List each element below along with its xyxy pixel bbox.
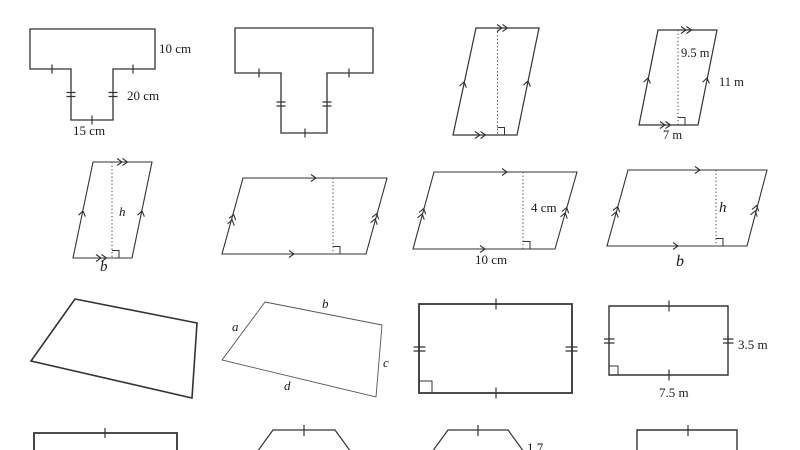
figure-t-shape-labeled: 10 cm 20 cm 15 cm: [29, 28, 191, 138]
t-shape-outline: [234, 27, 374, 134]
figure-partial-trapezoid-1: [257, 425, 351, 450]
figure-quadrilateral-abcd: a b c d: [221, 296, 389, 398]
base-label: 7.5 m: [659, 385, 689, 400]
figure-partial-rectangle-2: [636, 425, 738, 450]
top-parallel-arrow-icon: [694, 166, 701, 174]
rectangle-outline: [636, 429, 738, 450]
bottom-parallel-arrow-icon: [479, 245, 486, 253]
right-angle-mark: [523, 241, 531, 249]
left-side-arrow-icon: [643, 77, 651, 84]
right-side-arrow-icon: [750, 204, 760, 217]
parallelogram-outline: [72, 161, 153, 259]
parallelogram-outline: [606, 169, 768, 247]
tick-marks: [51, 64, 134, 125]
rectangle-outline: [608, 305, 729, 376]
stem-length-label: 20 cm: [127, 88, 159, 103]
right-side-arrow-icon: [370, 212, 380, 225]
base-label: b: [100, 259, 108, 275]
bottom-parallel-arrow-icon: [672, 242, 679, 250]
right-side-arrow-icon: [137, 210, 145, 217]
left-side-arrow-icon: [227, 213, 237, 226]
right-side-arrow-icon: [560, 206, 570, 219]
right-angle-mark: [112, 250, 120, 258]
tick-marks: [258, 68, 350, 138]
side-label: 3.5 m: [738, 337, 768, 352]
top-parallel-arrow-icon: [116, 158, 129, 166]
base-label: 10 cm: [475, 252, 507, 267]
top-parallel-arrow-icon: [496, 24, 509, 32]
figure-parallelogram-cm: 4 cm 10 cm: [412, 168, 578, 267]
left-side-arrow-icon: [459, 81, 467, 88]
bottom-parallel-arrow-icon: [288, 250, 295, 258]
side-c-label: c: [383, 355, 389, 370]
left-side-arrow-icon: [611, 205, 621, 218]
tick-marks: [604, 300, 734, 381]
bottom-parallel-arrow-icon: [659, 121, 672, 129]
partial-measurement-label: 1.7: [527, 440, 544, 450]
parallelogram-outline: [638, 29, 718, 126]
side-a-label: a: [232, 319, 239, 334]
figure-parallelogram-slim: [452, 24, 540, 139]
side-length-label: 10 cm: [159, 41, 191, 56]
height-label: h: [719, 200, 727, 216]
figure-quadrilateral-plain: [29, 298, 198, 399]
tick-marks: [413, 298, 578, 399]
figure-t-shape-unlabeled: [234, 27, 374, 138]
top-parallel-arrow-icon: [680, 26, 693, 34]
side-d-label: d: [284, 378, 291, 393]
height-label: 4 cm: [531, 200, 557, 215]
figure-parallelogram-hb-wide: h b: [606, 166, 768, 270]
top-parallel-arrow-icon: [501, 168, 508, 176]
quadrilateral-outline: [221, 301, 383, 398]
height-label: 9.5 m: [681, 46, 710, 60]
left-side-arrow-icon: [417, 207, 427, 220]
right-angle-mark: [419, 380, 433, 393]
base-length-label: 15 cm: [73, 123, 105, 138]
height-label: h: [119, 204, 126, 219]
left-side-arrow-icon: [78, 210, 86, 217]
side-label: 11 m: [719, 75, 744, 89]
top-parallel-arrow-icon: [310, 174, 317, 182]
parallelogram-outline: [221, 177, 388, 255]
figure-parallelogram-hb-narrow: h b: [72, 158, 153, 275]
bottom-parallel-arrow-icon: [474, 131, 487, 139]
right-angle-mark: [678, 117, 686, 125]
quadrilateral-outline: [29, 298, 198, 399]
figure-rectangle-meters: 3.5 m 7.5 m: [604, 300, 768, 400]
right-side-arrow-icon: [702, 77, 710, 84]
bottom-parallel-arrow-icon: [95, 254, 108, 262]
figure-partial-rectangle-1: [33, 428, 178, 450]
base-label: 7 m: [663, 128, 682, 142]
base-label: b: [676, 253, 684, 270]
right-angle-mark: [716, 238, 724, 246]
parallelogram-outline: [412, 171, 578, 250]
figure-partial-trapezoid-2: 1.7: [432, 425, 544, 450]
right-angle-mark: [609, 365, 619, 375]
figure-parallelogram-meters: 9.5 m 11 m 7 m: [638, 26, 744, 142]
figure-parallelogram-wide-plain: [221, 174, 388, 258]
figure-rectangle-ticks: [413, 298, 578, 399]
right-side-arrow-icon: [523, 80, 531, 87]
right-angle-mark: [497, 127, 505, 135]
parallelogram-outline: [452, 27, 540, 136]
side-b-label: b: [322, 296, 329, 311]
rectangle-outline: [418, 303, 573, 394]
right-angle-mark: [333, 246, 341, 254]
t-shape-outline: [29, 28, 156, 121]
